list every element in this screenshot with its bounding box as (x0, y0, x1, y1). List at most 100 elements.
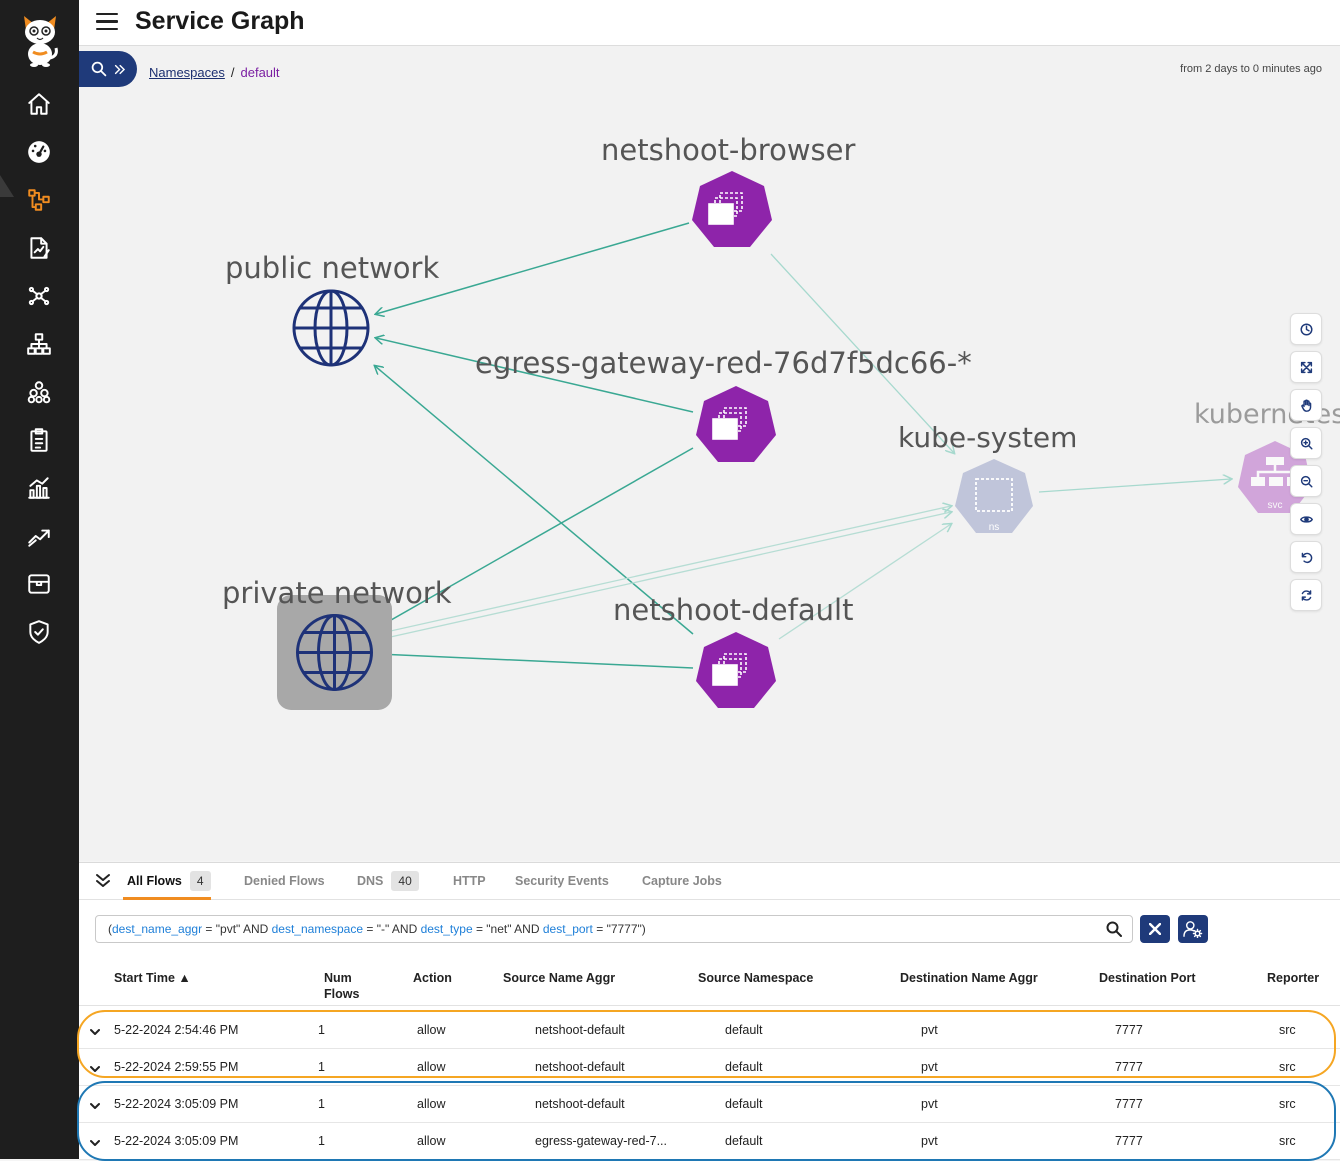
col-reporter[interactable]: Reporter (1267, 971, 1320, 985)
cell-reporter: src (1279, 1134, 1296, 1148)
cell-action: allow (417, 1097, 446, 1111)
col-action[interactable]: Action (413, 971, 452, 985)
cell-destination-name: pvt (921, 1023, 938, 1037)
breadcrumb: Namespaces/default (149, 65, 280, 80)
clipboard-icon (30, 428, 48, 452)
service-graph-canvas[interactable]: svc kubernetes ns kube-system netshoot-b… (79, 46, 1340, 861)
col-start-time[interactable]: Start Time ▲ (114, 971, 191, 985)
node-private-network[interactable]: private network (222, 576, 452, 710)
nav-policies[interactable] (20, 229, 58, 267)
nav-trends[interactable] (20, 517, 58, 555)
nav-packages[interactable] (20, 565, 58, 603)
menu-icon[interactable] (96, 13, 118, 31)
table-row[interactable]: 5-22-2024 2:54:46 PM 1 allow netshoot-de… (79, 1012, 1340, 1049)
active-tab-indicator (123, 897, 211, 900)
node-kube-system[interactable]: ns kube-system (898, 421, 1077, 533)
cell-num-flows: 1 (318, 1023, 325, 1037)
time-range[interactable]: from 2 days to 0 minutes ago (1180, 63, 1322, 75)
clear-filter-button[interactable] (1140, 915, 1170, 943)
nav-home[interactable] (20, 85, 58, 123)
edge (1038, 479, 1231, 493)
undo-button[interactable] (1290, 541, 1322, 573)
time-button[interactable] (1290, 313, 1322, 345)
cell-reporter: src (1279, 1060, 1296, 1074)
cell-source-name: egress-gateway-red-7... (535, 1134, 668, 1148)
node-label: netshoot-browser (601, 133, 856, 167)
shield-check-icon (29, 620, 49, 644)
node-netshoot-browser[interactable]: netshoot-browser (601, 133, 856, 247)
tab-capture-jobs[interactable]: Capture Jobs (642, 871, 722, 891)
breadcrumb-namespaces[interactable]: Namespaces (149, 65, 225, 80)
nav-cluster[interactable] (20, 373, 58, 411)
nav-network[interactable] (20, 277, 58, 315)
breadcrumb-separator: / (230, 65, 235, 80)
pan-button[interactable] (1290, 389, 1322, 421)
cell-destination-port: 7777 (1115, 1060, 1143, 1074)
col-destination-name-aggr[interactable]: Destination Name Aggr (900, 971, 1038, 985)
nav-hierarchy[interactable] (20, 325, 58, 363)
cell-start-time: 5-22-2024 2:59:55 PM (114, 1060, 239, 1074)
tab-denied-flows[interactable]: Denied Flows (244, 871, 325, 891)
col-num-flows[interactable]: Num Flows (324, 971, 360, 1001)
cell-action: allow (417, 1134, 446, 1148)
table-row[interactable]: 5-22-2024 3:05:09 PM 1 allow netshoot-de… (79, 1086, 1340, 1123)
nav-clipboard[interactable] (20, 421, 58, 459)
refresh-icon (1301, 589, 1311, 601)
expand-row-icon[interactable] (90, 1135, 100, 1146)
nav-reports[interactable] (20, 469, 58, 507)
tab-security-events[interactable]: Security Events (515, 871, 609, 891)
col-source-namespace[interactable]: Source Namespace (698, 971, 814, 985)
cell-num-flows: 1 (318, 1134, 325, 1148)
zoom-out-icon (1300, 475, 1313, 488)
graph-search-button[interactable] (79, 51, 137, 87)
cell-destination-name: pvt (921, 1060, 938, 1074)
collapse-panel-icon[interactable] (94, 872, 112, 890)
nav-compliance[interactable] (20, 613, 58, 651)
filter-value: = "-" AND (363, 922, 421, 936)
refresh-button[interactable] (1290, 579, 1322, 611)
table-row[interactable]: 5-22-2024 2:59:55 PM 1 allow netshoot-de… (79, 1049, 1340, 1086)
column-settings-button[interactable] (1178, 915, 1208, 943)
filter-value: = "net" AND (472, 922, 543, 936)
chevrons-right-icon (114, 64, 125, 74)
expand-row-icon[interactable] (90, 1098, 100, 1109)
zoom-out-button[interactable] (1290, 465, 1322, 497)
cell-action: allow (417, 1060, 446, 1074)
node-label: egress-gateway-red-76d7f5dc66-* (475, 346, 972, 380)
edge (377, 447, 694, 628)
flow-filter-input[interactable]: (dest_name_aggr = "pvt" AND dest_namespa… (95, 915, 1133, 943)
col-destination-port[interactable]: Destination Port (1099, 971, 1196, 985)
col-source-name-aggr[interactable]: Source Name Aggr (503, 971, 616, 985)
filter-key: dest_name_aggr (112, 922, 203, 936)
visibility-button[interactable] (1290, 503, 1322, 535)
node-public-network[interactable]: public network (225, 251, 439, 367)
hierarchy-icon (27, 333, 51, 355)
filter-value: = "pvt" AND (202, 922, 272, 936)
expand-row-icon[interactable] (90, 1061, 100, 1072)
table-row[interactable]: 5-22-2024 3:05:09 PM 1 allow egress-gate… (79, 1123, 1340, 1160)
tab-label: DNS (357, 874, 384, 888)
app-logo[interactable] (18, 12, 62, 68)
clock-icon (1299, 322, 1313, 336)
globe-icon (296, 614, 373, 691)
node-netshoot-default[interactable]: netshoot-default (613, 593, 853, 708)
expand-row-icon[interactable] (90, 1024, 100, 1035)
active-indicator (0, 175, 14, 197)
search-icon[interactable] (1106, 921, 1122, 937)
nav-service-graph[interactable] (20, 181, 58, 219)
node-egress-gateway[interactable]: egress-gateway-red-76d7f5dc66-* (475, 346, 972, 462)
tab-label: HTTP (453, 874, 486, 888)
nav-dashboard[interactable] (20, 133, 58, 171)
tab-label: Denied Flows (244, 874, 325, 888)
filter-paren: ( (108, 922, 112, 936)
fit-view-button[interactable] (1290, 351, 1322, 383)
zoom-in-button[interactable] (1290, 427, 1322, 459)
sidebar (0, 0, 79, 1159)
filter-query[interactable]: (dest_name_aggr = "pvt" AND dest_namespa… (108, 922, 646, 936)
top-header: Service Graph (79, 0, 1340, 46)
tab-http[interactable]: HTTP (453, 871, 486, 891)
